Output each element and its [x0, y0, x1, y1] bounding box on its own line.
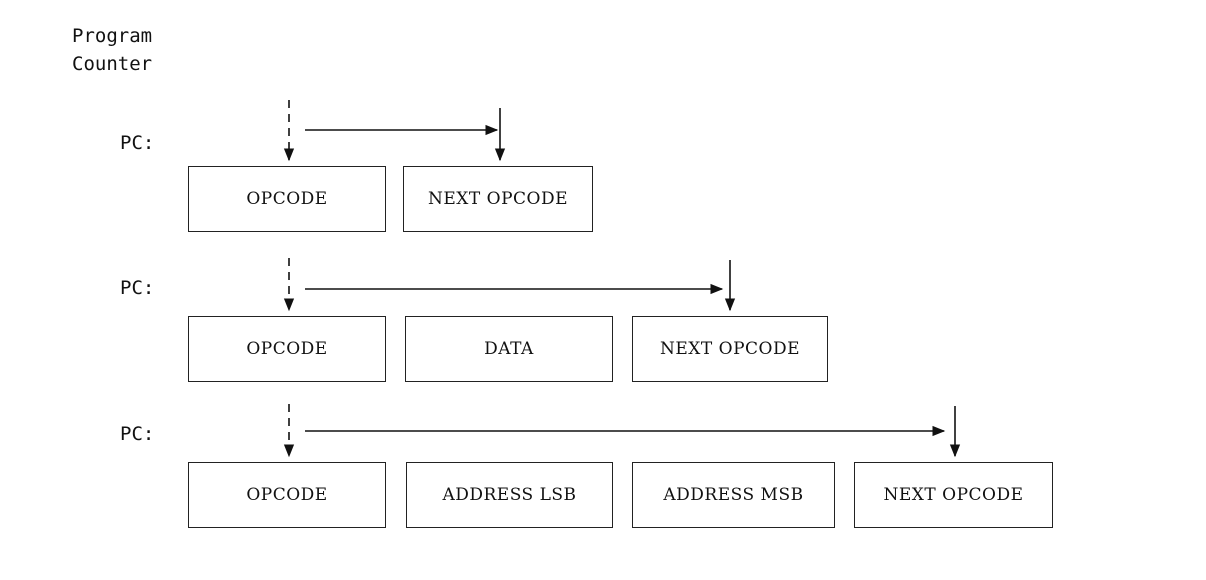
diagram-title: Program Counter: [72, 22, 152, 78]
next-opcode-box: NEXT OPCODE: [854, 462, 1053, 528]
data-box: DATA: [405, 316, 613, 382]
title-line-2: Counter: [72, 53, 153, 75]
next-opcode-box: NEXT OPCODE: [632, 316, 828, 382]
address-msb-box: ADDRESS MSB: [632, 462, 835, 528]
address-lsb-box: ADDRESS LSB: [406, 462, 613, 528]
pc-label-row-1: PC:: [120, 132, 155, 154]
pc-label-row-3: PC:: [120, 423, 155, 445]
opcode-box: OPCODE: [188, 462, 386, 528]
opcode-box: OPCODE: [188, 166, 386, 232]
pc-label-row-2: PC:: [120, 277, 155, 299]
title-line-1: Program: [72, 25, 153, 47]
opcode-box: OPCODE: [188, 316, 386, 382]
next-opcode-box: NEXT OPCODE: [403, 166, 593, 232]
